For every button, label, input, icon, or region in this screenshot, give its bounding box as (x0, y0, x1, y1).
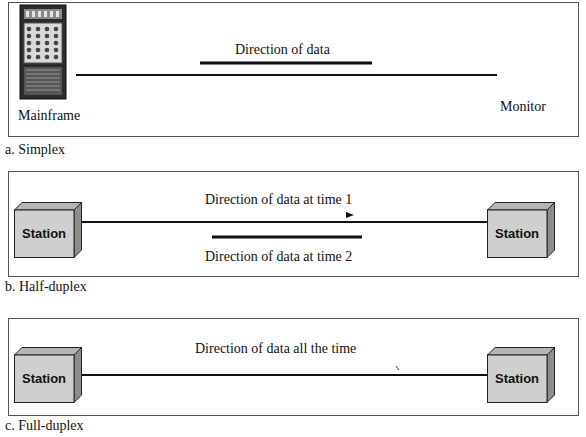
station-box: Station (487, 347, 555, 403)
mainframe-node: Mainframe (14, 4, 76, 124)
station-box: Station (14, 347, 82, 403)
node-label: Station (487, 210, 547, 258)
transmission-line (76, 74, 497, 76)
node-label: Station (14, 210, 74, 258)
direction-bar (200, 62, 372, 65)
direction-label: Direction of data (235, 42, 330, 58)
arrow-mark (346, 212, 354, 218)
node-label: Mainframe (18, 108, 80, 124)
panel-frame (9, 172, 579, 277)
monitor-node: Monitor (497, 66, 569, 118)
node-label: Station (14, 355, 74, 403)
direction-label: Direction of data at time 2 (205, 249, 352, 265)
direction-label: Direction of data at time 1 (205, 192, 352, 208)
arrow-mark (396, 366, 399, 370)
transmission-line (82, 221, 487, 223)
station-box: Station (14, 202, 82, 258)
direction-bar (212, 236, 362, 239)
station-box: Station (487, 202, 555, 258)
node-label: Station (487, 355, 547, 403)
panel-caption: c. Full-duplex (5, 418, 84, 434)
transmission-line (82, 374, 487, 376)
panel-caption: b. Half-duplex (5, 279, 87, 295)
panel-frame (9, 3, 579, 137)
direction-label: Direction of data all the time (195, 341, 356, 357)
mainframe-icon (14, 4, 76, 104)
node-label: Monitor (500, 99, 546, 115)
panel-caption: a. Simplex (5, 142, 65, 158)
panel-frame (9, 319, 579, 416)
